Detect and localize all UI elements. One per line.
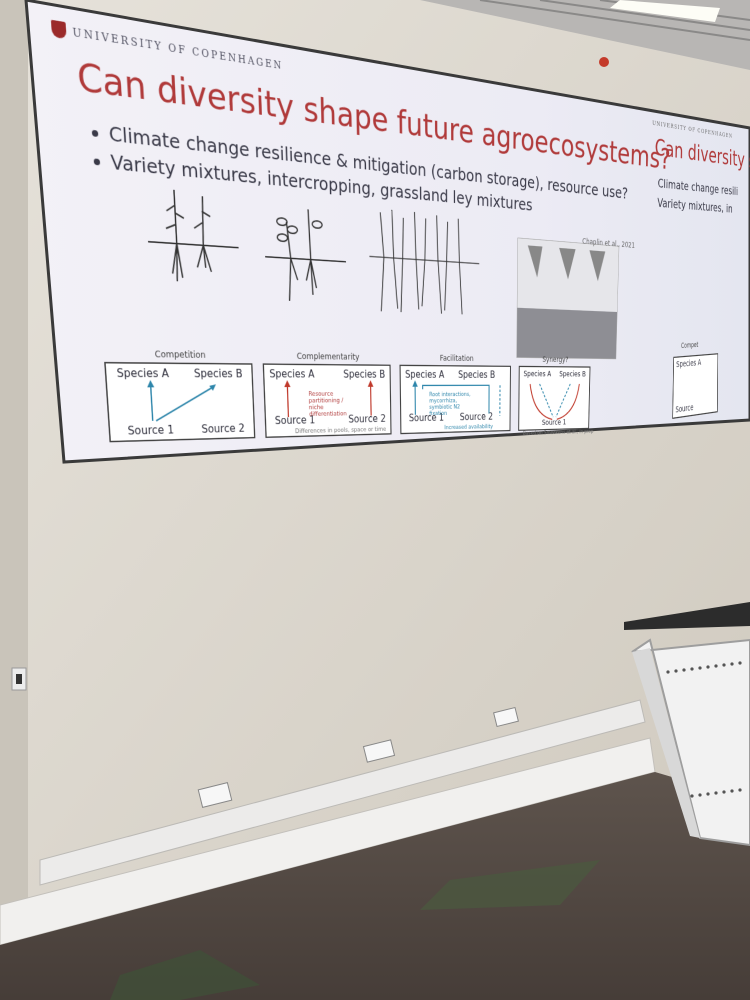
facilitation-panel: Facilitation Species A Species B Source … — [399, 354, 511, 435]
interaction-diagrams: Competition Species A Species B Source 1… — [104, 349, 632, 451]
next-slide-title: Can diversity sha — [654, 135, 750, 175]
legume-plant-illustration — [263, 198, 347, 317]
smoke-detector — [599, 57, 609, 67]
cereal-plant-illustration — [145, 187, 241, 306]
lectern-body — [631, 638, 750, 847]
left-wall-edge — [0, 0, 28, 1000]
ceiling-light — [610, 0, 720, 22]
root-interaction-figure — [516, 237, 620, 360]
next-slide-bullet: Climate change resili — [657, 176, 738, 199]
panel-title: Facilitation — [439, 353, 474, 363]
species-a-label: Species A — [676, 357, 702, 370]
panel-title: Synergy? — [542, 355, 569, 364]
wall-socket-1 — [197, 782, 233, 808]
complementarity-arrows — [264, 380, 390, 437]
facilitation-arrows — [401, 380, 510, 433]
wall-socket-2 — [362, 739, 396, 763]
competition-panel: Competition Species A Species B Source 1… — [104, 349, 256, 443]
competition-arrows — [146, 380, 254, 440]
source-label: Source — [675, 402, 694, 415]
grassland-mixture-illustration — [369, 208, 480, 322]
wall-socket-3 — [493, 706, 519, 728]
cable-trunking — [39, 699, 646, 886]
next-slide-bullet: Variety mixtures, in — [657, 196, 733, 216]
lectern-top — [624, 602, 750, 630]
carpet-pattern — [110, 950, 260, 1000]
next-slide-panel-title: Compet — [680, 340, 699, 350]
university-crest-icon — [50, 19, 67, 40]
next-presentation-slide: UNIVERSITY OF COPENHAGEN Can diversity s… — [640, 112, 750, 440]
lectern-side — [632, 648, 700, 838]
lectern-vents — [666, 661, 742, 798]
synergy-panel: Synergy? Species A Species B Source 1 — [518, 355, 591, 431]
synergy-arrows — [519, 367, 589, 430]
carpet-floor — [0, 772, 750, 1000]
panel-credit: Based on Smeekens et al., in prep — [522, 428, 594, 437]
panel-title: Competition — [154, 349, 206, 360]
next-slide-panel: Species A Source — [672, 353, 719, 419]
carpet-pattern — [420, 860, 600, 910]
complementarity-panel: Complementarity Species A Species B Sour… — [262, 351, 392, 438]
panel-title: Complementarity — [296, 351, 360, 362]
